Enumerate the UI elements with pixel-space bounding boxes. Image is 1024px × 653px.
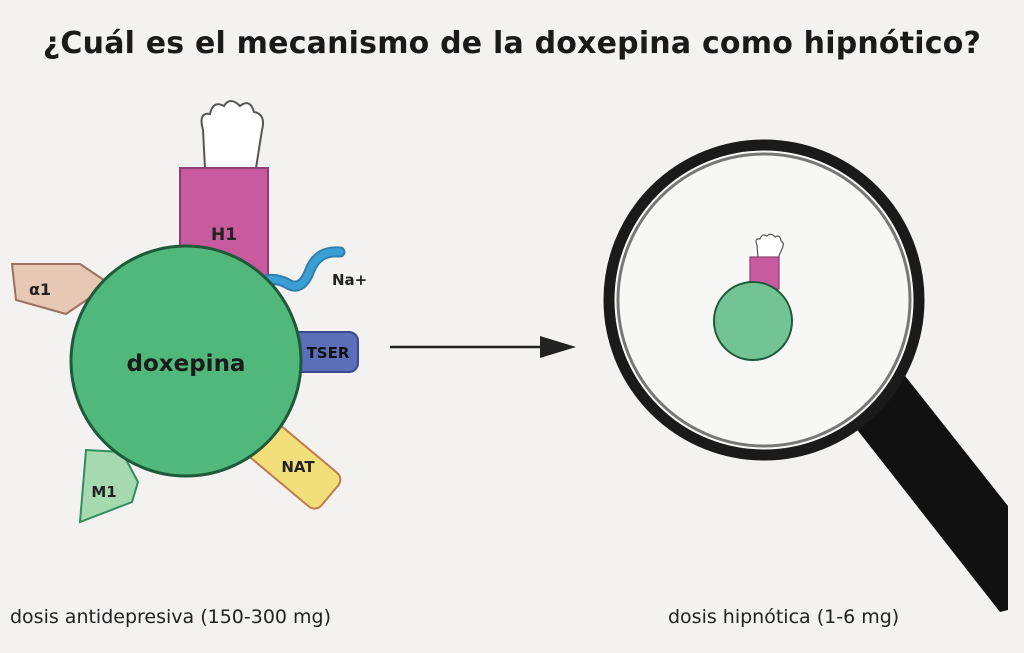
m1-label: M1: [91, 483, 116, 501]
h1-label: H1: [211, 225, 237, 245]
nat-label: NAT: [281, 458, 315, 476]
small-hand-icon: [755, 233, 784, 259]
m1-receptor: M1: [78, 448, 140, 524]
alpha1-label: α1: [29, 280, 51, 299]
tser-label: TSER: [307, 344, 350, 362]
page-title: ¿Cuál es el mecanismo de la doxepina com…: [42, 26, 982, 61]
doxepina-label: doxepina: [127, 351, 246, 377]
doxepina-molecule: doxepina: [69, 244, 303, 478]
na-channel: Na+: [252, 246, 367, 292]
magnifying-glass-icon: [603, 139, 1008, 612]
na-label: Na+: [332, 271, 367, 289]
magnifier-handle: [848, 372, 1008, 612]
caption-antidepressant-dose: dosis antidepresiva (150-300 mg): [10, 606, 332, 628]
caption-hypnotic-dose: dosis hipnótica (1-6 mg): [668, 606, 900, 628]
small-doxepina-circle: [713, 281, 793, 361]
arrow-head-icon: [540, 336, 576, 358]
hand-icon: [200, 100, 264, 169]
dose-arrow: [390, 336, 576, 358]
doxepina-circle: [69, 244, 303, 478]
